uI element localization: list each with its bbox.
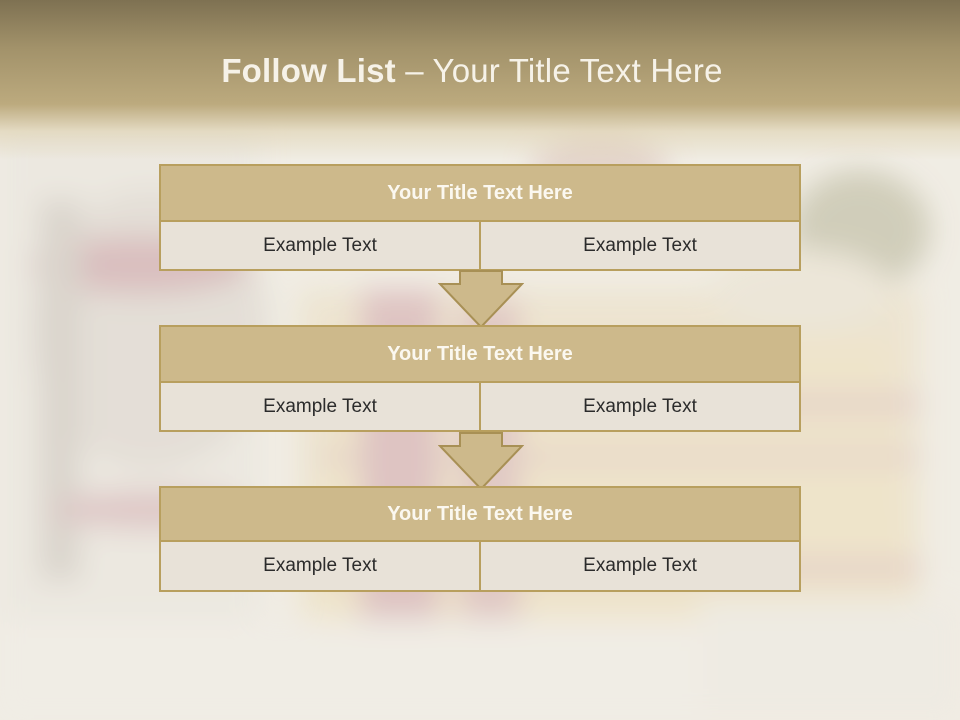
block-2-left-text: Example Text [263, 395, 377, 417]
list-block-3: Your Title Text Here Example Text Exampl… [159, 486, 801, 592]
block-2-title: Your Title Text Here [159, 325, 801, 383]
slide-title-bold: Follow List [221, 52, 396, 89]
list-block-1: Your Title Text Here Example Text Exampl… [159, 164, 801, 271]
list-block-2: Your Title Text Here Example Text Exampl… [159, 325, 801, 432]
down-arrow-icon [438, 432, 524, 490]
block-1-title: Your Title Text Here [159, 164, 801, 222]
slide-title-rest: – Your Title Text Here [395, 52, 723, 89]
block-3-row: Example Text Example Text [159, 542, 801, 592]
block-3-left-text: Example Text [263, 555, 377, 576]
down-arrow-icon [438, 270, 524, 328]
block-1-right-text: Example Text [479, 222, 799, 269]
block-3-title: Your Title Text Here [159, 486, 801, 542]
block-3-right-text: Example Text [479, 542, 799, 590]
slide-title: Follow List – Your Title Text Here [0, 52, 944, 90]
block-1-row: Example Text Example Text [159, 222, 801, 271]
block-2-row: Example Text Example Text [159, 383, 801, 432]
title-band [0, 0, 960, 160]
block-2-right-text: Example Text [479, 383, 799, 430]
block-1-left-text: Example Text [263, 234, 377, 256]
